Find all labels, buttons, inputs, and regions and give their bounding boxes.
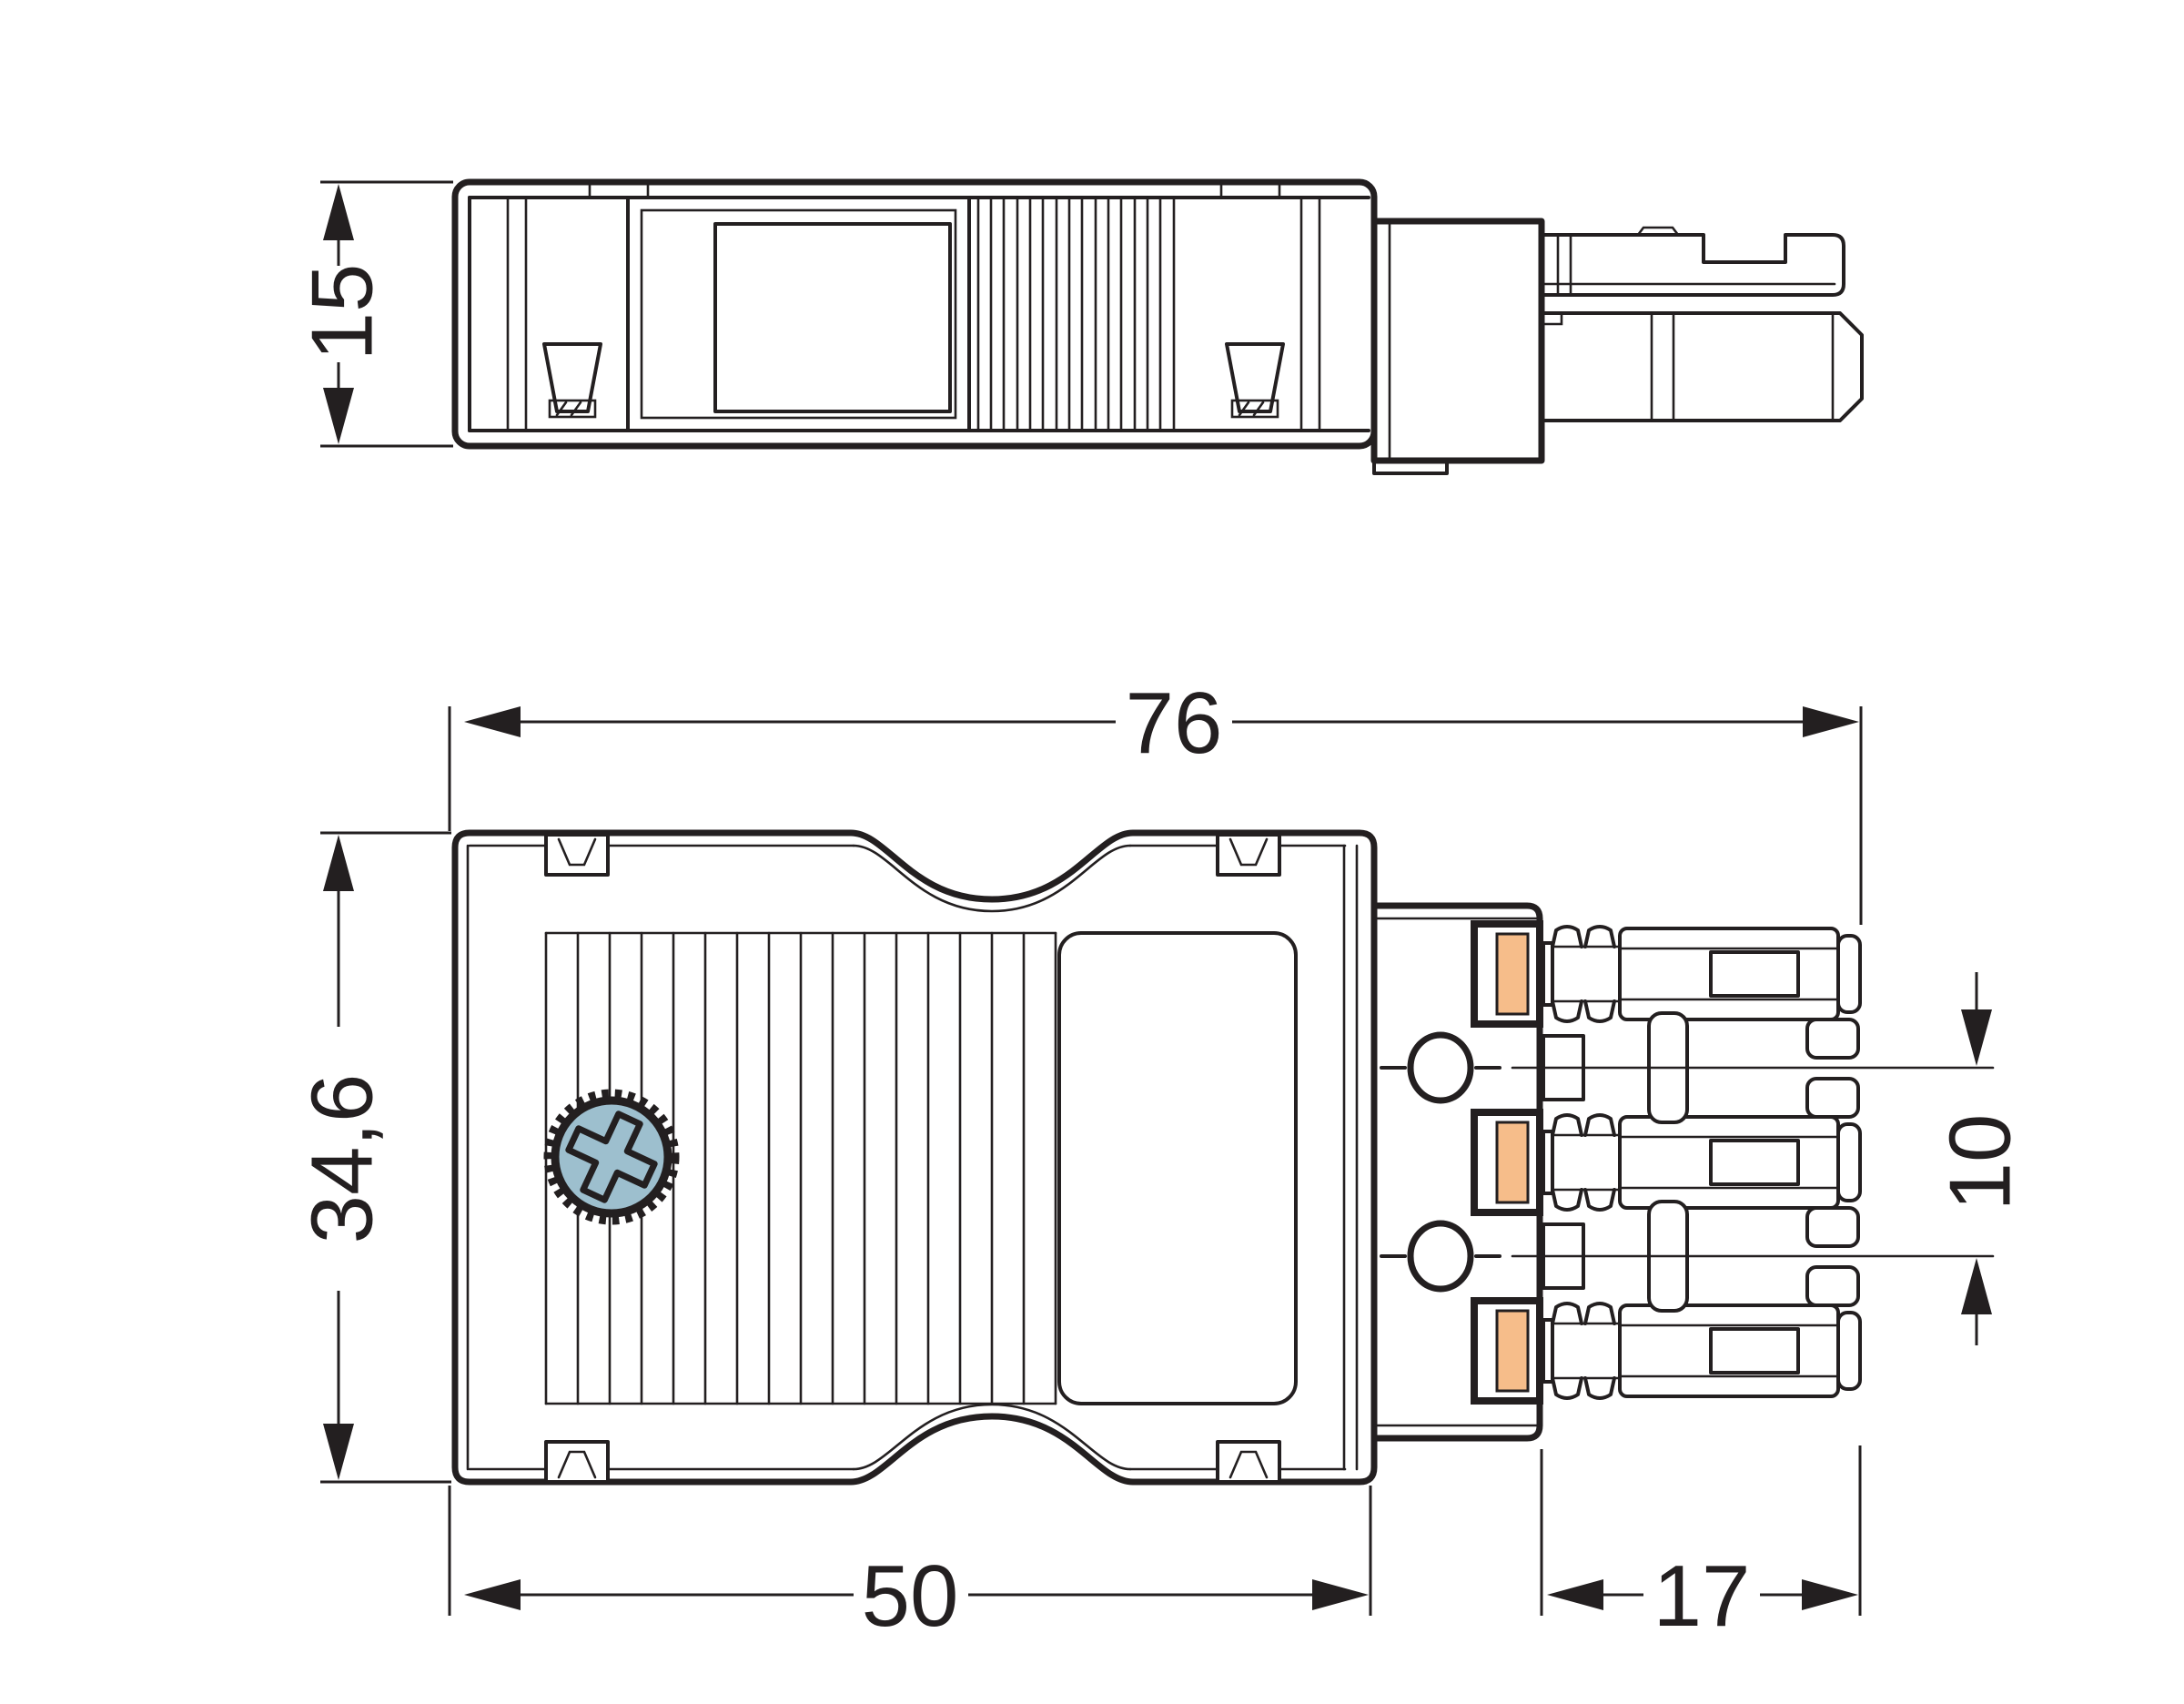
dimension-body-width: 50	[448, 1486, 1372, 1645]
dimension-total-length: 76	[448, 674, 1863, 925]
grip-recess-top	[852, 844, 1132, 913]
side-mating-flange	[1370, 218, 1545, 475]
side-view: 15	[294, 178, 1864, 475]
side-latch-pawl-right	[1225, 342, 1285, 419]
dimension-body-height: 34,6	[294, 831, 451, 1484]
contact-pole-2	[1471, 1077, 1862, 1248]
dim-label-10: 10	[1932, 1114, 2029, 1212]
side-window	[626, 196, 971, 432]
side-rib-area	[976, 196, 1176, 432]
side-lower-blade	[1540, 311, 1864, 422]
wire-port-orange	[1495, 1121, 1530, 1204]
wire-port-orange	[1495, 1309, 1530, 1393]
side-top-slot-right	[1219, 180, 1281, 199]
contact-barrel	[1618, 927, 1862, 1060]
dimension-contact-length: 17	[1540, 1445, 1862, 1645]
top-view: 76 34,6 50	[294, 674, 2029, 1645]
lid-smooth-panel	[1057, 931, 1298, 1405]
test-port-1	[1380, 1031, 1995, 1104]
contact-crimp	[1542, 1113, 1622, 1212]
dim-label-15: 15	[294, 264, 391, 361]
housing-outline	[451, 829, 1378, 1486]
dim-label-50: 50	[862, 1547, 959, 1645]
latch-tab	[544, 1440, 610, 1484]
side-upper-blade	[1540, 226, 1845, 297]
contact-barrel	[1618, 1077, 1862, 1248]
phillips-cross-icon	[565, 1111, 658, 1203]
dimension-side-height: 15	[294, 180, 453, 448]
dim-label-17: 17	[1653, 1547, 1751, 1645]
contact-crimp	[1542, 1302, 1622, 1400]
dim-label-76: 76	[1126, 674, 1223, 772]
latch-tab	[1216, 833, 1281, 877]
side-body-outline	[451, 178, 1378, 450]
knurl-ring	[543, 1089, 680, 1225]
contact-barrel	[1618, 1265, 1862, 1398]
contact-pole-3	[1471, 1265, 1862, 1405]
side-latch-pawl-left	[542, 342, 602, 419]
wire-port-orange	[1495, 932, 1530, 1016]
strain-relief-screw	[543, 1089, 680, 1225]
side-top-slot-left	[588, 180, 650, 199]
dim-label-34-6: 34,6	[294, 1074, 391, 1244]
dimension-pole-pitch: 10	[1932, 972, 2029, 1345]
test-port-2	[1380, 1220, 1995, 1293]
latch-tab	[1216, 1440, 1281, 1484]
latch-tab	[544, 833, 610, 877]
contact-crimp	[1542, 925, 1622, 1023]
contact-pole-1	[1471, 920, 1862, 1060]
